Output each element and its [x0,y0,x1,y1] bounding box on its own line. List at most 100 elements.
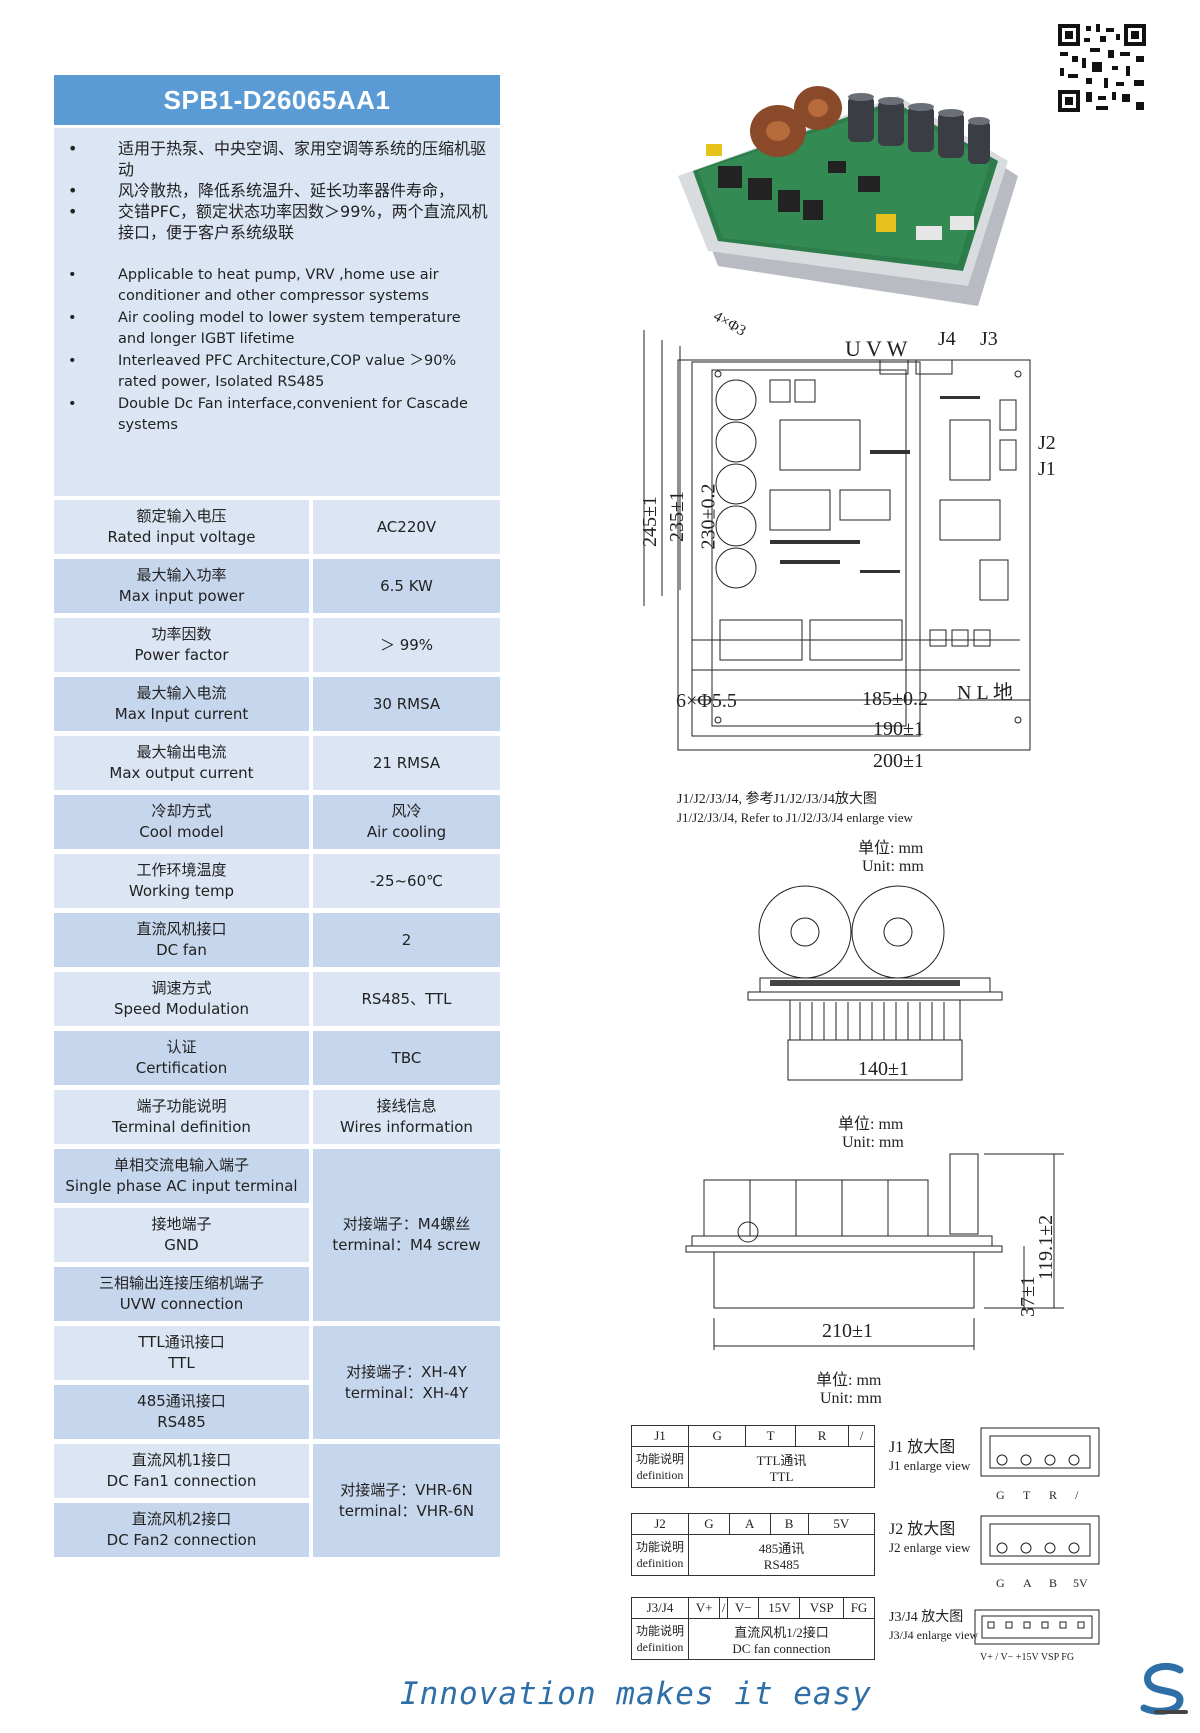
pin-func-cn: 功能说明 [635,1624,684,1638]
terminal-label-cn: 直流风机1接口 [131,1451,232,1469]
zoom-label-cn: J2 放大图 [889,1521,956,1538]
terminal-group-cn: 对接端子：XH-4Y [346,1362,467,1381]
spec-value: ＞ 99% [379,635,434,654]
feature-en-item: •Applicable to heat pump, VRV ,home use … [68,267,439,304]
spec-value: 21 RMSA [372,753,441,772]
spec-value: TBC [391,1048,422,1067]
connector-label-j1: J1 [1038,458,1056,480]
spec-label-cn: 工作环境温度 [136,861,227,879]
pin-cell: A [728,1513,771,1535]
pin-cell: B [769,1513,809,1535]
front-view-drawing [685,1153,1064,1350]
connector-pins: T [1023,1488,1031,1502]
feature-cn-item: •风冷散热，降低系统温升、延长功率器件寿命， [68,181,455,200]
terminal-group-cn: 对接端子：M4螺丝 [342,1215,471,1233]
terminal-label-cn: 直流风机2接口 [131,1510,232,1528]
terminal-group-en: terminal：M4 screw [332,1236,481,1254]
feature-en-item: •Interleaved PFC Architecture,COP value … [68,353,457,390]
pin-cell: / [719,1597,729,1619]
dim-label-holes6: 6×Φ5.5 [676,690,737,712]
terminal-label-cn: 485通讯接口 [137,1392,226,1410]
pin-func-cn: 功能说明 [635,1540,684,1554]
spec-label-cn: 端子功能说明 [136,1097,227,1115]
pin-table-name: J1 [631,1425,689,1447]
connector-label-j4: J4 [938,328,956,350]
top-view-drawing [643,330,1031,751]
pin-func-en: definition [636,1640,684,1654]
pin-func-en: definition [636,1468,684,1482]
pcb-photo [678,86,1018,306]
pin-cell: 15V [758,1597,801,1619]
unit-label-en: Unit: mm [820,1390,882,1407]
feature-cn-item: •交错PFC，额定状态功率因数＞99%，两个直流风机接口，便于客户系统级联 [68,202,488,242]
spec-value: 接线信息 [376,1097,437,1115]
spec-label-cn: 最大输入电流 [136,684,227,702]
pin-cell: G [687,1425,747,1447]
connector-pins: 5V [1073,1576,1088,1590]
spec-label-en: Cool model [139,823,224,841]
connector-pins: B [1049,1576,1058,1590]
note-en: J1/J2/J3/J4, Refer to J1/J2/J3/J4 enlarg… [677,810,913,825]
spec-value-en: Air cooling [366,823,447,841]
pin-cell: 5V [807,1513,876,1535]
terminal-label-en: RS485 [157,1413,206,1431]
footer-slogan: Innovation makes it easy [400,1676,872,1712]
dim-label-190: 190±1 [873,718,924,740]
dim-label-119: 119.1±2 [1035,1214,1058,1281]
spec-label-cn: 认证 [166,1038,197,1056]
feature-list-en: •Applicable to heat pump, VRV ,home use … [54,265,500,436]
zoom-label-en: J3/J4 enlarge view [889,1628,979,1642]
terminal-group-cn: 对接端子：VHR-6N [340,1480,473,1499]
spec-label-en: Power factor [134,646,229,664]
terminal-group-vhr: 对接端子：VHR-6N terminal：VHR-6N [313,1444,500,1557]
terminal-label-en: Single phase AC input terminal [65,1177,298,1195]
spec-label-cn: 额定输入电压 [136,507,227,525]
feature-list-cn: •适用于热泵、中央空调、家用空调等系统的压缩机驱动 •风冷散热，降低系统温升、延… [54,138,500,243]
connector-pins: G [996,1488,1021,1502]
connector-label-j2: J2 [1038,432,1056,454]
spec-value: AC220V [376,517,437,536]
dim-label-140: 140±1 [858,1058,909,1080]
pin-cell: V− [727,1597,760,1619]
pin-desc-cn: 直流风机1/2接口 [734,1624,829,1640]
unit-label-en: Unit: mm [862,858,924,875]
terminal-label-en: GND [164,1236,199,1254]
feature-en-item: •Double Dc Fan interface,convenient for … [68,396,468,433]
spec-label-cn: 冷却方式 [151,802,212,820]
dim-label-uvw: U V W [845,336,908,361]
zoom-label-cn: J1 放大图 [889,1439,956,1456]
connector-label-j3: J3 [980,328,998,350]
terminal-label-cn: 单相交流电输入端子 [113,1156,249,1174]
dim-label-37: 37±1 [1016,1276,1039,1317]
qr-code-icon[interactable] [1056,22,1148,114]
terminal-row: 单相交流电输入端子 Single phase AC input terminal [54,1149,309,1203]
pin-cell: / [848,1425,875,1447]
pin-desc-cn: TTL通讯 [756,1452,807,1468]
pin-cell: FG [843,1597,875,1619]
spec-label-en: Speed Modulation [113,1000,250,1018]
zoom-label-cn: J3/J4 放大图 [889,1610,964,1625]
unit-label-cn: 单位: mm [838,1116,904,1133]
connector-pins: V+ / V− +15V VSP FG [980,1652,1075,1663]
pin-func-cn: 功能说明 [635,1452,684,1466]
terminal-label-cn: 三相输出连接压缩机端子 [98,1274,264,1292]
company-logo-icon[interactable] [1136,1660,1194,1718]
spec-value: 30 RMSA [372,694,441,713]
j1-connector-icon [980,1427,1100,1477]
dim-label-230: 230±0.2 [697,483,720,550]
feature-cn-item: •适用于热泵、中央空调、家用空调等系统的压缩机驱动 [68,139,487,179]
